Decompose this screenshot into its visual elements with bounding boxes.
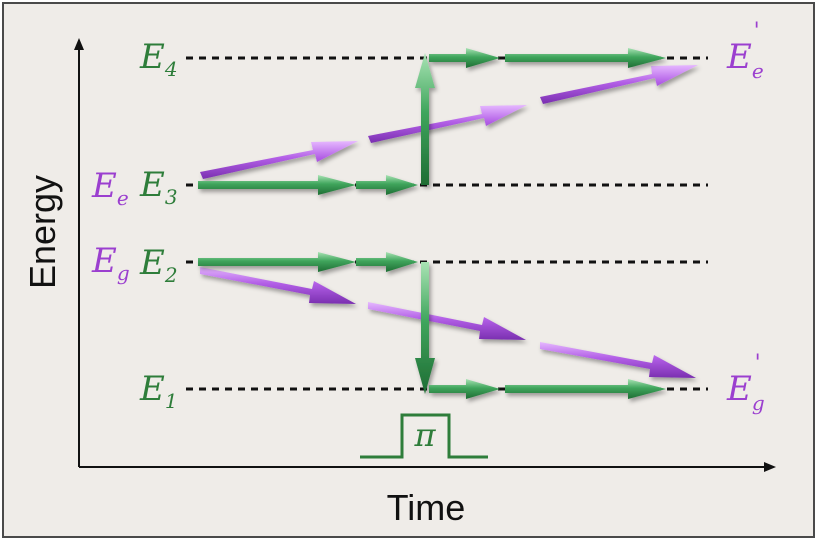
x-axis-label: Time (387, 487, 466, 528)
level-e4-label: E4 (139, 37, 178, 81)
purple-arrow (368, 302, 526, 340)
green-arrow (356, 175, 418, 195)
purple-arrow (200, 141, 358, 179)
green-arrow (198, 252, 356, 272)
purple-arrow (200, 267, 356, 304)
green-arrow (505, 48, 666, 68)
y-axis-arrowhead (74, 38, 84, 50)
ground-state-path (200, 267, 696, 378)
green-arrow (505, 379, 666, 399)
purple-arrow (540, 65, 698, 104)
purple-arrow (540, 342, 696, 378)
green-arrow (356, 252, 418, 272)
green-arrow (429, 379, 500, 399)
state-eg-label: Eg (91, 241, 130, 285)
green-arrow (198, 175, 356, 195)
energy-levels (186, 56, 708, 391)
axes (74, 38, 776, 472)
level-e3-label: E3 (139, 165, 178, 209)
level-transitions (198, 48, 666, 399)
green-arrow (429, 48, 500, 68)
state-eg-prime-label: Eg' (726, 351, 765, 415)
green-arrow-up (415, 53, 435, 185)
y-axis-label: Energy (22, 175, 63, 289)
state-ee-prime-label: Ee' (726, 19, 764, 83)
level-e1-label: E1 (139, 369, 178, 413)
purple-arrow (368, 105, 527, 143)
excited-state-path (200, 65, 698, 179)
state-ee-label: Ee (91, 166, 129, 210)
level-e2-label: E2 (139, 243, 178, 287)
pi-pulse (360, 413, 488, 459)
pi-pulse-label: π (413, 416, 436, 454)
green-arrow-down (415, 262, 435, 394)
x-axis-arrowhead (764, 462, 776, 472)
